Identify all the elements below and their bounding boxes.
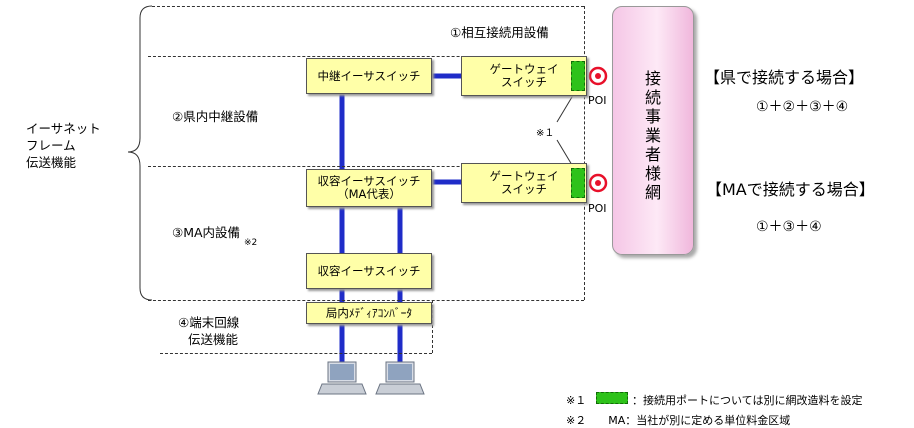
footnote-1-mark: ※１ bbox=[566, 394, 587, 407]
footnote-2: ※２ MA：当社が別に定める単位料金区域 bbox=[566, 414, 791, 427]
case-prefecture-title: 【県で接続する場合】 bbox=[704, 68, 865, 87]
media-converter[interactable]: 局内ﾒﾃﾞｨｱｺﾝﾊﾞｰﾀ bbox=[306, 302, 432, 324]
accommodation-ether-switch-ma[interactable]: 収容イーサスイッチ（MA代表） bbox=[306, 169, 432, 207]
footnote-1-text: ：接続用ポートについては別に網改造料を設定 bbox=[632, 394, 863, 407]
section-divider bbox=[148, 166, 584, 167]
laptop-icon bbox=[317, 361, 367, 395]
section-3-label: ③MA内設備 bbox=[172, 225, 241, 240]
section-1-label: ①相互接続用設備 bbox=[450, 25, 549, 40]
gateway-switch-2[interactable]: ゲートウェイスイッチ bbox=[461, 163, 587, 203]
left-brace bbox=[127, 5, 153, 301]
section-border bbox=[584, 6, 585, 300]
poi-icon bbox=[588, 66, 608, 86]
carrier-network[interactable]: 接続事 業者様 網 bbox=[612, 6, 694, 255]
accommodation-ether-switch[interactable]: 収容イーサスイッチ bbox=[306, 253, 432, 289]
section-divider bbox=[148, 300, 584, 301]
case-prefecture-formula: ①＋②＋③＋④ bbox=[756, 99, 849, 115]
case-ma-title: 【MAで接続する場合】 bbox=[706, 180, 875, 199]
section-2-label: ②県内中継設備 bbox=[172, 109, 259, 124]
poi-label: POI bbox=[588, 202, 607, 215]
case-ma-formula: ①＋③＋④ bbox=[756, 219, 822, 235]
ethernet-frame-label: イーサネット フレーム 伝送機能 bbox=[26, 121, 101, 170]
note1-leader-top bbox=[556, 91, 576, 123]
gateway-switch-1[interactable]: ゲートウェイスイッチ bbox=[461, 56, 587, 96]
section-border bbox=[432, 300, 433, 353]
poi-label: POI bbox=[588, 94, 607, 107]
section-3-note: ※2 bbox=[244, 238, 258, 248]
poi-icon bbox=[588, 173, 608, 193]
connection-port-2 bbox=[571, 168, 585, 198]
section-4-label: ④端末回線 伝送機能 bbox=[178, 315, 240, 347]
note-1-marker: ※１ bbox=[536, 128, 555, 139]
section-divider bbox=[160, 353, 432, 354]
section-divider bbox=[152, 6, 584, 7]
relay-ether-switch[interactable]: 中継イーサスイッチ bbox=[306, 58, 432, 94]
laptop-icon bbox=[375, 361, 425, 395]
connection-port-1 bbox=[571, 61, 585, 91]
port-legend-swatch bbox=[596, 392, 628, 404]
section-divider bbox=[148, 56, 584, 57]
